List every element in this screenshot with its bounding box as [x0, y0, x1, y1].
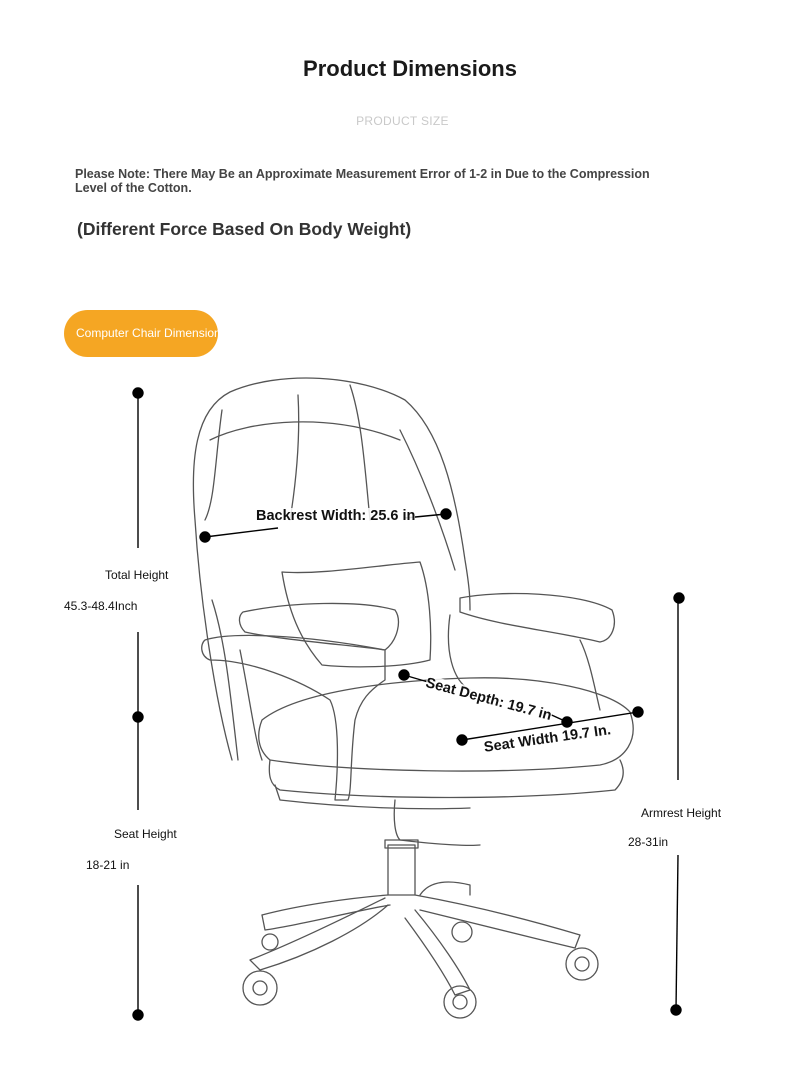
measurement-note: Please Note: There May Be an Approximate… — [75, 167, 650, 195]
page-subtitle: PRODUCT SIZE — [356, 114, 449, 128]
page-title: Product Dimensions — [303, 56, 517, 81]
seat-height-value: 18-21 in — [86, 858, 130, 872]
armrest-height-label: Armrest Height — [641, 806, 722, 820]
force-note: (Different Force Based On Body Weight) — [77, 219, 412, 239]
armrest-height-value: 28-31in — [628, 835, 669, 849]
total-height-value: 45.3-48.4Inch — [64, 599, 138, 613]
seat-height-label: Seat Height — [114, 827, 177, 841]
section-label-pill: Computer Chair Dimensions — [64, 310, 227, 357]
total-height-label: Total Height — [105, 568, 169, 582]
backrest-width-label: Backrest Width: 25.6 in — [256, 508, 416, 524]
